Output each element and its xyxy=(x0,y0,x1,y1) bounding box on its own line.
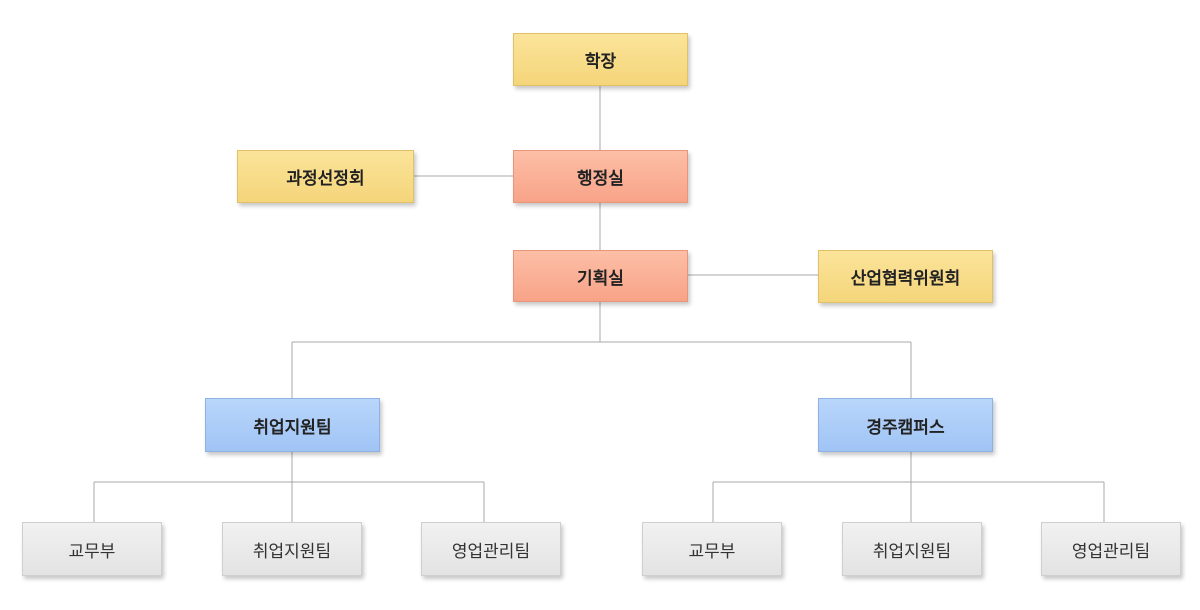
node-right-academic-label: 교무부 xyxy=(688,541,736,562)
node-left-sales: 영업관리팀 xyxy=(421,522,561,576)
node-employment-team: 취업지원팀 xyxy=(205,398,380,452)
node-planning-office: 기획실 xyxy=(513,250,688,302)
node-president: 학장 xyxy=(513,33,688,86)
node-president-label: 학장 xyxy=(584,52,617,72)
node-industry-committee-label: 산업협력위원회 xyxy=(850,269,961,289)
node-gyeongju-campus: 경주캠퍼스 xyxy=(818,398,993,452)
node-left-employment: 취업지원팀 xyxy=(222,522,362,576)
node-right-employment-label: 취업지원팀 xyxy=(872,541,952,562)
node-right-sales-label: 영업관리팀 xyxy=(1071,541,1151,562)
node-industry-committee: 산업협력위원회 xyxy=(818,250,993,303)
node-gyeongju-campus-label: 경주캠퍼스 xyxy=(866,417,945,438)
node-admin-office-label: 행정실 xyxy=(577,169,624,189)
node-right-academic: 교무부 xyxy=(642,522,782,576)
node-left-academic-label: 교무부 xyxy=(68,541,116,562)
node-left-employment-label: 취업지원팀 xyxy=(252,541,332,562)
node-left-sales-label: 영업관리팀 xyxy=(451,541,531,562)
node-course-committee: 과정선정회 xyxy=(237,150,414,203)
node-right-sales: 영업관리팀 xyxy=(1041,522,1181,576)
node-admin-office: 행정실 xyxy=(513,150,688,203)
node-course-committee-label: 과정선정회 xyxy=(286,169,365,189)
node-right-employment: 취업지원팀 xyxy=(842,522,982,576)
node-employment-team-label: 취업지원팀 xyxy=(253,417,332,438)
node-left-academic: 교무부 xyxy=(22,522,162,576)
node-planning-office-label: 기획실 xyxy=(577,268,624,289)
